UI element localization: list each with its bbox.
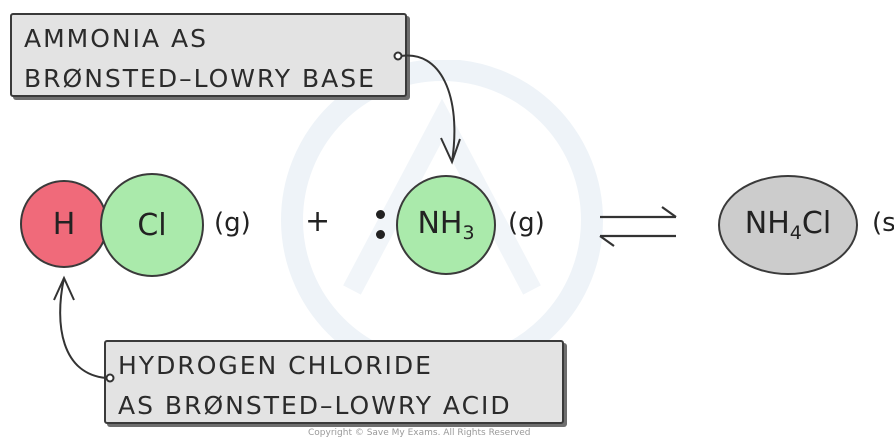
chlorine-symbol: Cl xyxy=(137,207,167,243)
lone-pair-dots xyxy=(376,204,386,246)
copyright-notice: Copyright © Save My Exams. All Rights Re… xyxy=(308,428,531,438)
ammonia-molecule: NH3 xyxy=(396,175,496,275)
hcl-state-symbol: (g) xyxy=(214,208,251,238)
acid-label-line2: AS BRØNSTED–LOWRY ACID xyxy=(118,391,512,420)
base-label-line2: BRØNSTED–LOWRY BASE xyxy=(24,64,376,93)
ammonium-chloride-formula: NH4Cl xyxy=(744,206,832,244)
plus-sign: + xyxy=(305,204,331,239)
ammonium-chloride: NH4Cl xyxy=(718,175,858,275)
base-label-box: AMMONIA AS BRØNSTED–LOWRY BASE xyxy=(10,13,407,97)
acid-pointer-arrow xyxy=(53,275,115,383)
acid-label-box: HYDROGEN CHLORIDE AS BRØNSTED–LOWRY ACID xyxy=(104,340,564,424)
hydrogen-atom: H xyxy=(20,180,108,268)
chlorine-atom: Cl xyxy=(100,173,204,277)
base-label-line1: AMMONIA AS xyxy=(24,24,209,53)
base-pointer-arrow xyxy=(393,51,461,165)
ammonia-formula: NH3 xyxy=(417,206,475,244)
hydrogen-symbol: H xyxy=(52,206,76,242)
acid-label-line1: HYDROGEN CHLORIDE xyxy=(118,351,433,380)
nh3-state-symbol: (g) xyxy=(508,208,545,238)
equilibrium-arrow-icon xyxy=(599,206,677,247)
nh4cl-state-symbol: (s) xyxy=(872,208,894,238)
